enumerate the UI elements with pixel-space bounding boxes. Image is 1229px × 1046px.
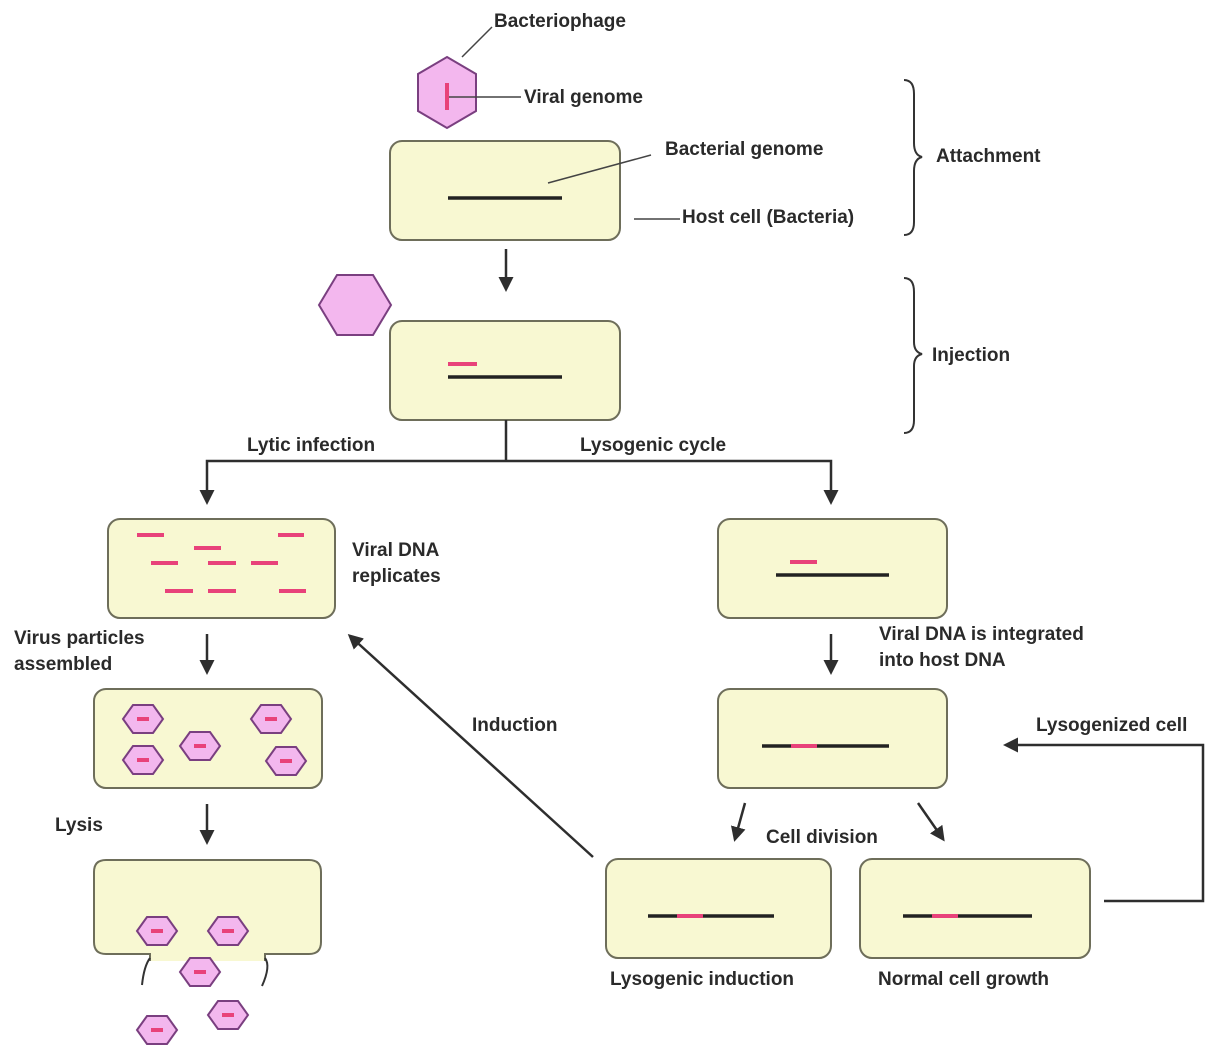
empty-phage-capsid-icon xyxy=(317,274,393,336)
viral-genome-label: Viral genome xyxy=(524,87,643,108)
assembled-phage-icon xyxy=(178,730,222,762)
lysogenic-entry-stage xyxy=(717,518,948,619)
lysogenized-cell xyxy=(717,688,948,789)
ruptured-wall-right xyxy=(261,957,269,987)
induction-arrow xyxy=(347,633,594,858)
ruptured-wall-left xyxy=(141,957,151,986)
viral-dna-replicates-label-line2: replicates xyxy=(352,566,441,587)
assembled-phage-icon xyxy=(264,745,308,777)
attachment-label: Attachment xyxy=(936,146,1041,167)
viral-dna-replicates-label-line1: Viral DNA xyxy=(352,540,440,561)
assembled-phage-icon xyxy=(249,703,293,735)
released-phage-icon xyxy=(178,956,222,988)
cycle-branch: Lytic infection Lysogenic cycle xyxy=(199,420,839,505)
virus-assembly-stage xyxy=(93,688,323,789)
released-phage-icon xyxy=(135,915,179,947)
host-cell xyxy=(389,140,621,241)
lysogenic-entry-cell xyxy=(717,518,948,619)
lytic-infection-label: Lytic infection xyxy=(247,435,375,456)
division-arrow-left xyxy=(730,802,747,842)
lysogenized-loop-arrow xyxy=(1003,737,1205,903)
released-phage-icon xyxy=(135,1014,179,1046)
normal-cell-growth-label: Normal cell growth xyxy=(878,969,1049,990)
lytic-branch-arrow xyxy=(199,459,506,505)
attachment-brace xyxy=(903,79,923,236)
normal-growth-cell xyxy=(859,858,1091,959)
normal-growth-cell-group: Normal cell growth xyxy=(859,858,1091,990)
injection-label: Injection xyxy=(932,345,1010,366)
bacterial-genome-leader-line xyxy=(547,154,652,184)
lysogenic-cycle-label: Lysogenic cycle xyxy=(580,435,726,456)
lysogenized-cell-label: Lysogenized cell xyxy=(1036,715,1187,736)
lysed-cell xyxy=(93,859,322,961)
cell-division-label: Cell division xyxy=(766,827,878,848)
injection-brace xyxy=(903,277,923,434)
viral-dna-replication-stage: Viral DNA replicates xyxy=(107,518,441,619)
division-arrow-right xyxy=(916,802,945,842)
assembled-phage-icon xyxy=(121,744,165,776)
virus-particles-label-line2: assembled xyxy=(14,654,112,675)
induction-label: Induction xyxy=(472,715,557,736)
lysogenic-induction-cell-group: Lysogenic induction xyxy=(605,858,832,990)
replicating-cell xyxy=(107,518,336,619)
lysis-stage xyxy=(93,859,322,1046)
infected-cell xyxy=(389,320,621,421)
virus-particles-label-line1: Virus particles xyxy=(14,628,145,649)
prophage-stage xyxy=(717,688,948,789)
replicated-viral-dna-icons xyxy=(137,533,306,593)
lysogenic-induction-cell xyxy=(605,858,832,959)
integrated-label-line1: Viral DNA is integrated xyxy=(879,624,1084,645)
released-phage-icon xyxy=(206,915,250,947)
released-phage-icon xyxy=(206,999,250,1031)
lysogenic-induction-label: Lysogenic induction xyxy=(610,969,794,990)
injection-stage: Injection xyxy=(317,274,1010,434)
assembled-phage-icon xyxy=(121,703,165,735)
lysogenic-branch-arrow xyxy=(506,459,839,505)
bacteriophage-leader-line xyxy=(461,26,493,58)
host-cell-label: Host cell (Bacteria) xyxy=(682,207,854,228)
bacteriophage-label: Bacteriophage xyxy=(494,11,626,32)
lysis-label: Lysis xyxy=(55,815,103,836)
attachment-stage: Bacteriophage Viral genome Bacterial gen… xyxy=(389,11,1041,241)
bacterial-genome-label: Bacterial genome xyxy=(665,139,823,160)
integrated-label-line2: into host DNA xyxy=(879,650,1006,671)
